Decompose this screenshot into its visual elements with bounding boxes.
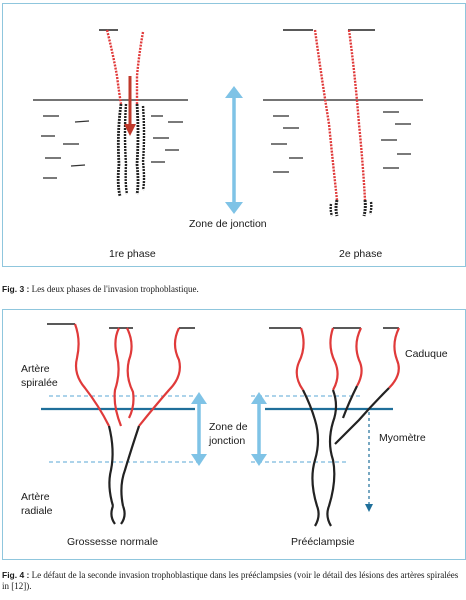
figure-3-caption: Fig. 3 : Les deux phases de l'invasion t… [2,284,464,295]
artery-red-left-wall [105,29,123,105]
tissue-strokes-left [41,115,183,179]
grossesse-normale-label: Grossesse normale [67,536,159,548]
caption-number: Fig. 4 : [2,570,30,580]
artery-black-right-wall [135,103,140,195]
artery-red-phase2-right [347,29,367,201]
artery-preeclampsia-black [302,385,390,527]
figure-3-drawing [33,29,423,217]
junction-label: Zone de jonction [189,218,267,230]
artery-black-left-wall [116,103,123,197]
preeclampsie-label: Prééclampsie [291,536,355,548]
phase-2-label: 2e phase [339,248,383,260]
caption-text: Les deux phases de l'invasion trophoblas… [29,284,199,294]
myometre-label: Myomètre [379,432,426,444]
artery-red-phase2-left [313,29,339,201]
artery-normal-red [73,323,181,427]
figure-4-drawing [41,323,400,527]
artery-preeclampsia-red [295,327,400,391]
tissue-strokes-right [271,111,411,173]
figure-3-panel: Zone de jonction 1re phase 2e phase [2,3,466,267]
figure-4-caption: Fig. 4 : Le défaut de la seconde invasio… [2,570,464,592]
caption-number: Fig. 3 : [2,284,30,294]
artery-normal-black [107,425,141,525]
caption-text: Le défaut de la seconde invasion trophob… [2,570,459,591]
phase-1-label: 1re phase [109,248,156,260]
caduque-label: Caduque [405,348,448,360]
artery-red-right-wall [135,31,145,104]
